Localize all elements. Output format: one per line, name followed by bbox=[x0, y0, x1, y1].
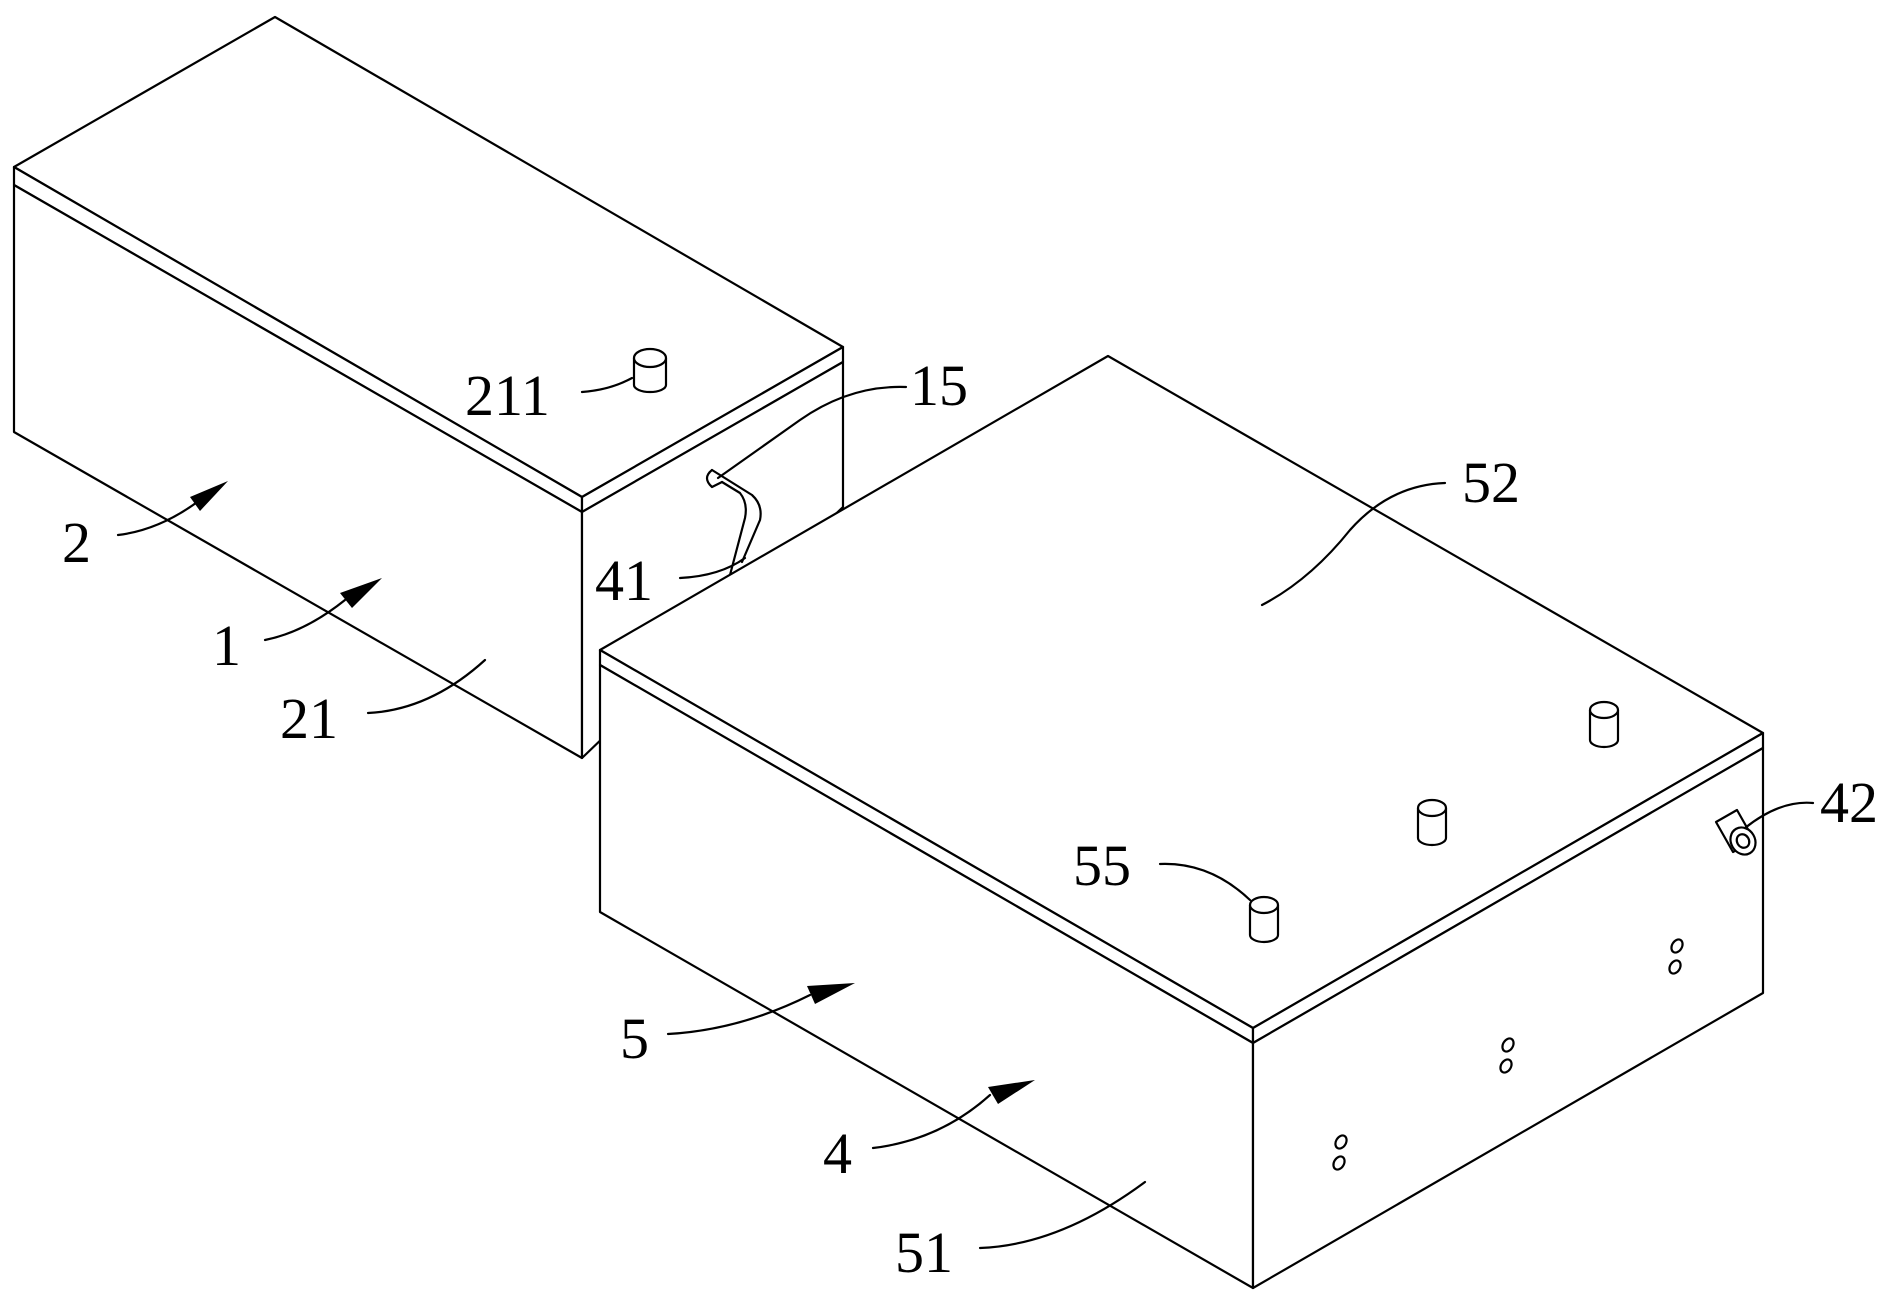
label-15: 15 bbox=[910, 353, 968, 418]
label-5: 5 bbox=[620, 1006, 649, 1071]
label-52: 52 bbox=[1462, 450, 1520, 515]
nozzle-211 bbox=[632, 347, 668, 394]
label-55: 55 bbox=[1073, 833, 1131, 898]
label-4: 4 bbox=[823, 1121, 852, 1186]
pipe-15 bbox=[705, 468, 762, 577]
label-41: 41 bbox=[595, 548, 653, 613]
holes bbox=[1332, 938, 1684, 1171]
label-211: 211 bbox=[465, 363, 550, 428]
label-51: 51 bbox=[895, 1220, 953, 1285]
nozzle-55 bbox=[1248, 895, 1280, 944]
label-42: 42 bbox=[1820, 770, 1878, 835]
outlet-42 bbox=[1714, 808, 1757, 856]
label-1: 1 bbox=[212, 613, 241, 678]
leaders bbox=[116, 376, 1815, 1250]
labels: 2 1 21 211 15 41 52 42 55 5 4 51 bbox=[62, 353, 1878, 1285]
nozzle-back bbox=[1588, 700, 1620, 749]
right-box-side-face bbox=[1251, 746, 1765, 1290]
right-box bbox=[598, 354, 1765, 1290]
label-2: 2 bbox=[62, 510, 91, 575]
nozzle-211-top bbox=[632, 347, 668, 369]
label-21: 21 bbox=[280, 686, 338, 751]
nozzle-middle bbox=[1416, 798, 1448, 847]
